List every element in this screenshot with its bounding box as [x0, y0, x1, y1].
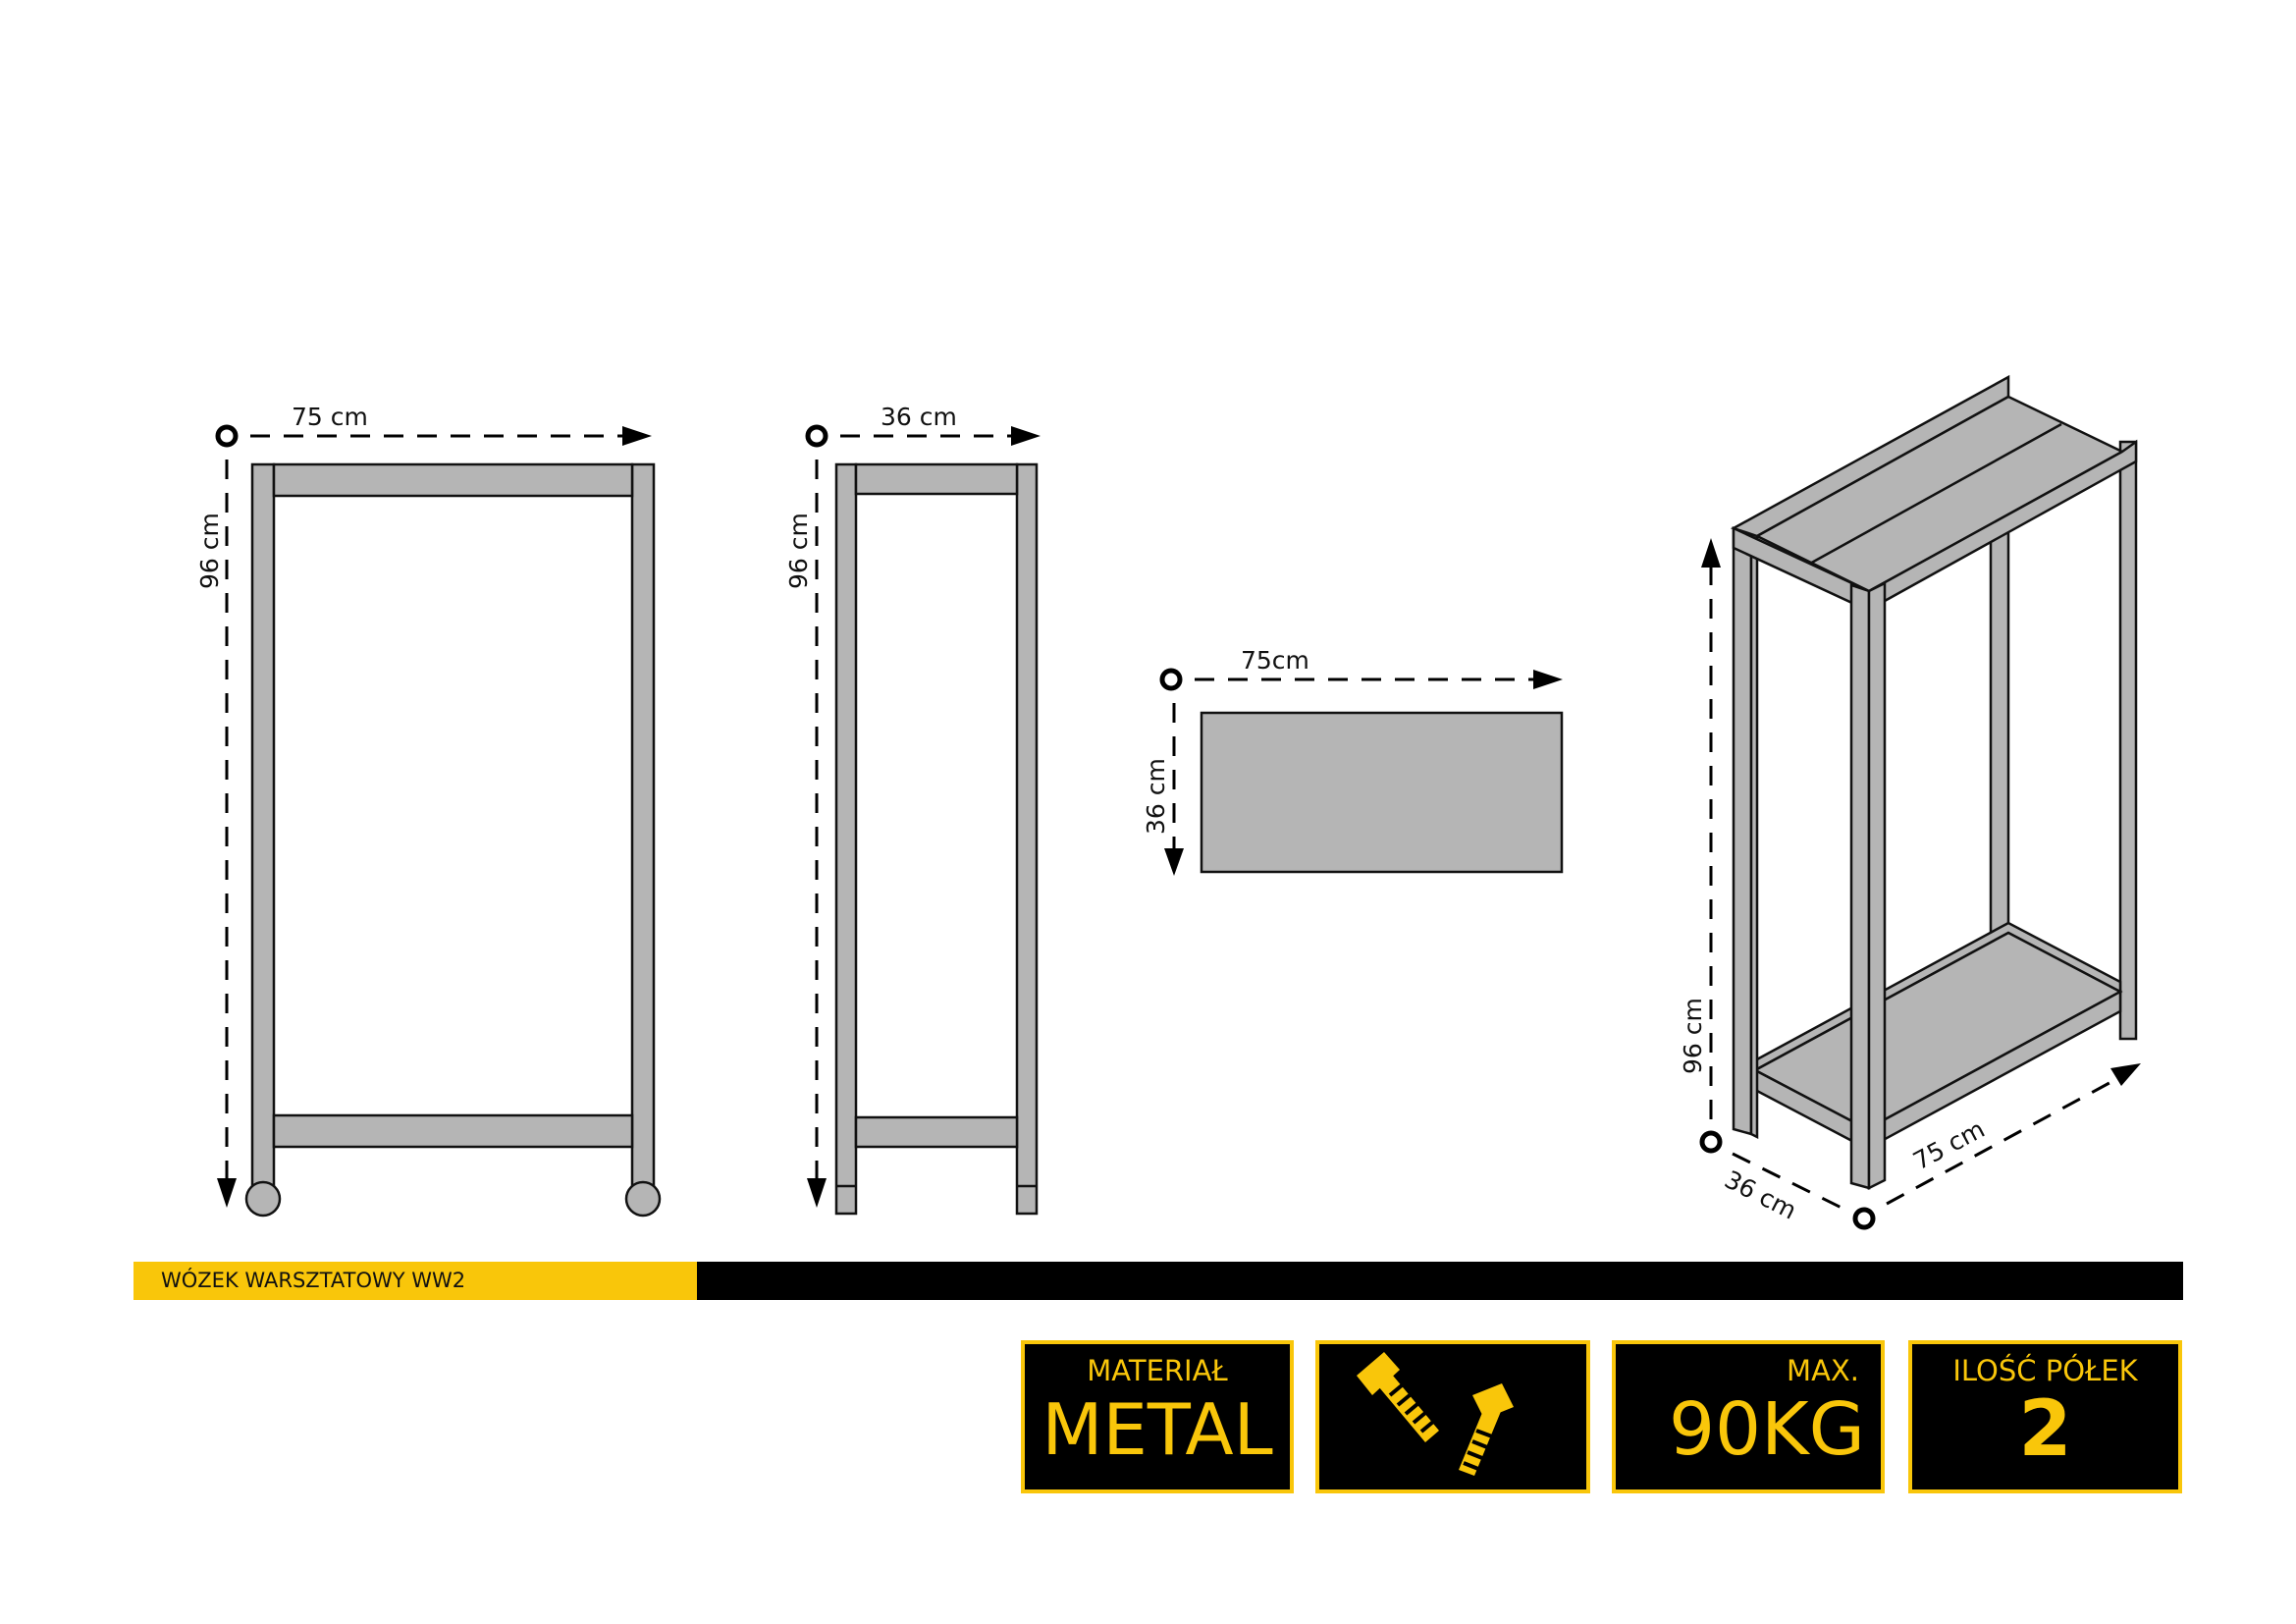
front-top-rail	[272, 462, 634, 498]
screw-right-shank	[1459, 1403, 1502, 1476]
iso-back-right-post	[2118, 440, 2138, 1041]
isometric-view: 96 cm 36 cm 75 cm	[1679, 374, 2141, 1230]
shelf-origin-marker	[1159, 668, 1183, 691]
shelf-count-title: ILOŚĆ PÓŁEK	[1952, 1354, 2138, 1387]
shelf-count-badge: ILOŚĆ PÓŁEK 2	[1908, 1340, 2182, 1493]
side-origin-marker	[805, 424, 828, 448]
front-origin-marker	[215, 424, 239, 448]
side-bottom-rail	[854, 1115, 1019, 1149]
material-badge: MATERIAŁ METAL	[1021, 1340, 1294, 1493]
front-view: 75 cm 96 cm	[195, 403, 662, 1218]
front-height-label: 96 cm	[195, 513, 224, 589]
iso-width-label: 75 cm	[1908, 1114, 1989, 1175]
iso-depth-dimension-line	[1732, 1152, 1846, 1212]
screws-icon	[1357, 1352, 1514, 1476]
side-left-post	[834, 462, 858, 1216]
max-load-value: 90KG	[1668, 1387, 1865, 1472]
screw-threads	[1388, 1383, 1493, 1471]
iso-depth-label: 36 cm	[1720, 1165, 1801, 1225]
side-width-label: 36 cm	[881, 403, 957, 431]
iso-width-dimension-line	[1886, 1076, 2119, 1206]
front-height-arrow	[217, 1178, 237, 1208]
front-width-arrow	[622, 426, 652, 446]
side-right-post	[1015, 462, 1039, 1216]
max-load-badge: MAX. 90KG	[1612, 1340, 1885, 1493]
side-width-arrow	[1011, 426, 1041, 446]
iso-front-corner-post	[1849, 583, 1871, 1190]
iso-front-left-post	[1732, 526, 1753, 1136]
shelf-width-label: 75cm	[1241, 646, 1309, 675]
shelf-depth-label: 36 cm	[1142, 758, 1170, 835]
front-bottom-rail	[272, 1113, 634, 1149]
shelf-depth-arrow	[1164, 848, 1184, 876]
iso-origin-marker-right	[1852, 1207, 1876, 1230]
material-title: MATERIAŁ	[1087, 1354, 1228, 1387]
shelf-count-value: 2	[2018, 1385, 2072, 1474]
screw-right-head	[1472, 1383, 1514, 1419]
iso-front-corner-post-side	[1867, 580, 1887, 1191]
shelf-width-arrow	[1533, 670, 1563, 689]
iso-height-arrow	[1701, 538, 1721, 568]
side-view: 36 cm 96 cm	[784, 403, 1041, 1216]
side-top-rail	[854, 462, 1019, 496]
front-left-wheel	[244, 1180, 282, 1218]
front-left-post	[250, 462, 276, 1188]
iso-height-label: 96 cm	[1679, 998, 1707, 1074]
front-right-wheel	[624, 1180, 662, 1218]
screw-left-shank	[1374, 1370, 1439, 1442]
material-value: METAL	[1041, 1388, 1273, 1471]
shelf-plate	[1200, 711, 1564, 874]
side-height-label: 96 cm	[784, 513, 813, 589]
product-name: WÓZEK WARSZTATOWY WW2	[133, 1262, 697, 1300]
product-banner: WÓZEK WARSZTATOWY WW2	[133, 1262, 2183, 1300]
front-right-post	[630, 462, 656, 1188]
front-width-label: 75 cm	[292, 403, 368, 431]
iso-top-shelf-fold-line	[1807, 422, 2062, 567]
max-load-title: MAX.	[1787, 1354, 1859, 1387]
side-height-arrow	[807, 1178, 827, 1208]
shelf-view: 75cm 36 cm	[1142, 646, 1564, 876]
iso-front-left-post-side	[1749, 526, 1759, 1140]
assembly-badge	[1315, 1340, 1590, 1493]
iso-width-arrow	[2110, 1063, 2141, 1086]
iso-origin-marker-left	[1699, 1130, 1723, 1154]
screw-left-head	[1357, 1352, 1400, 1395]
